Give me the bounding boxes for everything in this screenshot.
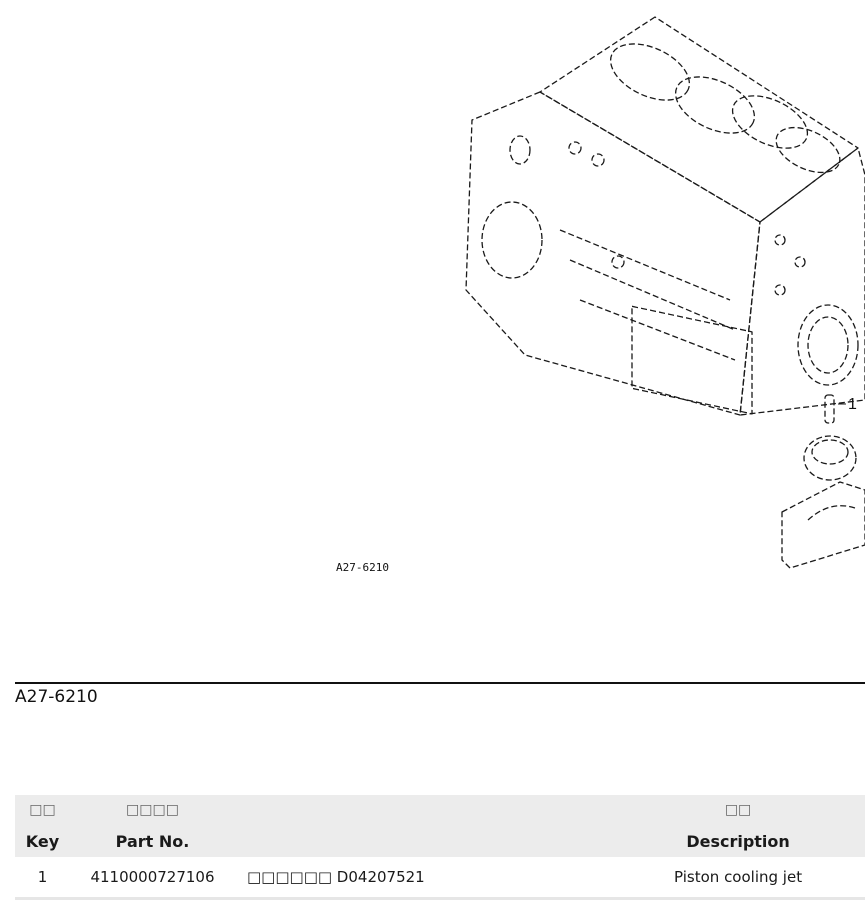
section-code: A27-6210 <box>15 687 98 707</box>
header-key-cn: □□ <box>29 802 56 818</box>
header-part-no-cn: □□□□ <box>126 802 179 818</box>
bolt-hole <box>774 284 786 296</box>
front-upper-bore <box>509 135 531 165</box>
parts-table: □□ □□□□ □□ Key Part No. Description 1 41… <box>15 795 865 900</box>
block-front-face <box>465 91 761 416</box>
row-part-no[interactable]: 4110000727106 <box>90 868 215 886</box>
header-key: Key <box>25 831 60 851</box>
bolt-hole <box>794 256 806 268</box>
front-bearing-bore <box>481 201 543 279</box>
row-key: 1 <box>37 868 48 886</box>
bolt-hole <box>568 141 582 155</box>
header-alt <box>235 825 611 857</box>
table-header-cn: □□ □□□□ □□ <box>15 795 865 825</box>
cylinder-bore-3 <box>731 95 809 149</box>
cylinder-bore-1 <box>609 43 691 101</box>
block-rib <box>579 299 736 361</box>
block-rib <box>559 229 731 301</box>
cylinder-bore-2 <box>674 76 756 134</box>
piston-cooling-jet <box>824 394 835 424</box>
bearing-shell <box>803 435 857 481</box>
section-divider <box>15 682 865 684</box>
row-alt-part: □□□□□□ D04207521 <box>247 868 425 886</box>
block-end-face <box>739 147 865 416</box>
side-cover-plate <box>631 305 753 415</box>
rear-bearing-bore <box>797 304 859 386</box>
table-row: 1 4110000727106 □□□□□□ D04207521 Piston … <box>15 857 865 899</box>
figure-code: A27-6210 <box>336 561 389 574</box>
cylinder-bore-4 <box>775 126 841 174</box>
header-description: Description <box>686 831 790 851</box>
bearing-shell-inner <box>811 439 849 465</box>
engine-block-diagram: 1 <box>465 16 865 569</box>
bolt-hole <box>611 255 625 269</box>
bearing-cap <box>781 481 865 569</box>
callout-number-1: 1 <box>848 396 857 413</box>
header-alt-cn <box>235 795 611 825</box>
table-header-en: Key Part No. Description <box>15 825 865 857</box>
header-part-no: Part No. <box>115 831 190 851</box>
bolt-hole <box>774 234 786 246</box>
bolt-hole <box>591 153 605 167</box>
block-rib <box>569 259 736 331</box>
row-description: Piston cooling jet <box>674 868 803 886</box>
header-description-cn: □□ <box>724 802 752 818</box>
rear-bearing-inner <box>807 316 849 374</box>
